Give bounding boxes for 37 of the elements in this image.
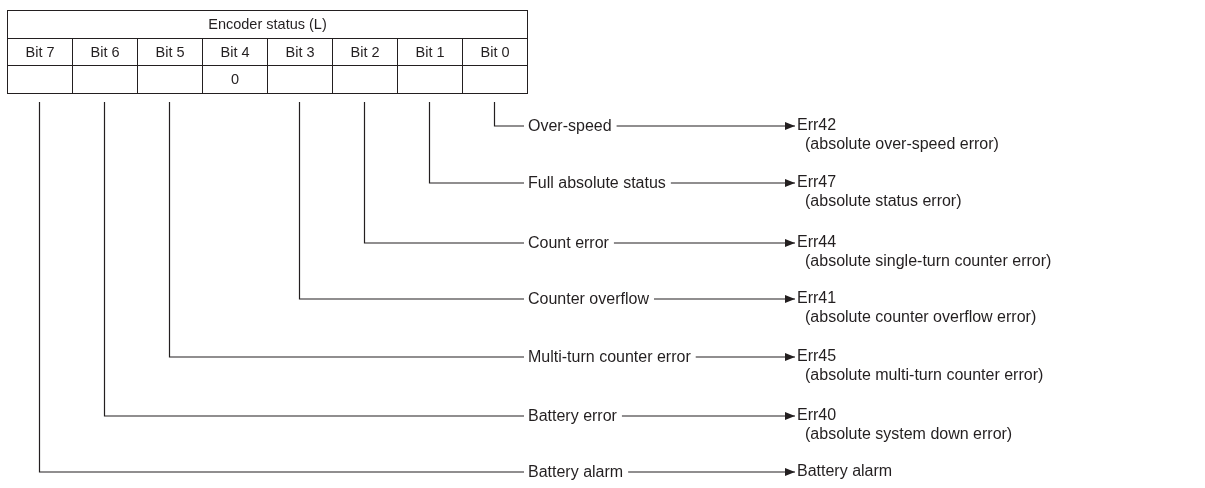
- error-code: Err45: [797, 346, 837, 365]
- error-code: Err47: [797, 172, 837, 191]
- error-code: Err41: [797, 288, 837, 307]
- status-label: Battery error: [528, 408, 617, 424]
- error-description: (absolute over-speed error): [805, 134, 999, 153]
- table-cell: [7, 65, 73, 94]
- error-code: Err42: [797, 115, 837, 134]
- status-label: Battery alarm: [528, 464, 624, 480]
- status-label: Multi-turn counter error: [528, 349, 691, 365]
- table-header-cell: Encoder status (L): [7, 10, 528, 39]
- status-label: Counter overflow: [528, 291, 649, 307]
- leader-line: [38, 101, 525, 473]
- leader-line: [363, 101, 525, 244]
- arrow: [616, 122, 796, 130]
- leader-line: [493, 101, 525, 127]
- arrow: [670, 179, 796, 187]
- error-code: Err40: [797, 405, 837, 424]
- status-label: Full absolute status: [528, 175, 666, 191]
- leader-line: [168, 101, 525, 358]
- status-label: Over-speed: [528, 118, 612, 134]
- error-code: Err44: [797, 232, 837, 251]
- arrow: [621, 412, 796, 420]
- error-description: (absolute system down error): [805, 424, 1013, 443]
- arrow: [613, 239, 796, 247]
- error-code: Battery alarm: [797, 461, 893, 480]
- error-description: (absolute status error): [805, 191, 962, 210]
- arrow: [627, 468, 796, 476]
- leader-line: [298, 101, 525, 300]
- table-cell: [462, 65, 528, 94]
- leader-line: [103, 101, 525, 417]
- arrow: [653, 295, 796, 303]
- error-description: (absolute multi-turn counter error): [805, 365, 1044, 384]
- leader-line: [428, 101, 525, 184]
- error-description: (absolute single-turn counter error): [805, 251, 1052, 270]
- arrow: [695, 353, 796, 361]
- error-description: (absolute counter overflow error): [805, 307, 1037, 326]
- status-label: Count error: [528, 235, 609, 251]
